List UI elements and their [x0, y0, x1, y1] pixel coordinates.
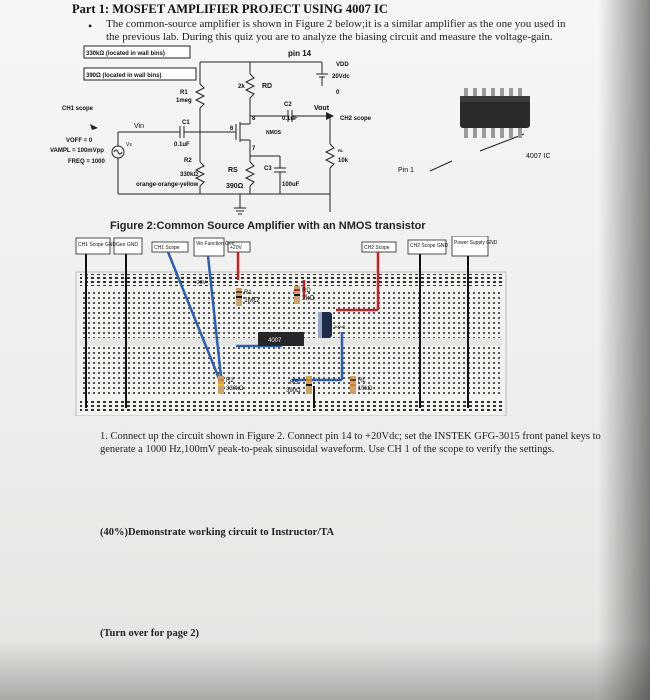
rd-resistor — [244, 73, 256, 99]
freq-label: FREQ = 1000 — [68, 159, 106, 165]
pin7-label: 7 — [252, 146, 256, 152]
lbl-gen-gnd: Gen GND — [116, 242, 138, 248]
c3-label: C3 — [264, 166, 272, 172]
vdd-value: 20Vdc — [332, 74, 350, 80]
bb-r2-value: 330kΩ — [226, 386, 244, 392]
r1-component — [236, 288, 242, 306]
c3-value: 100uF — [282, 182, 300, 188]
bb-cap-label: 100uF — [334, 324, 346, 329]
rl-component — [350, 376, 356, 394]
c2-label: C2 — [284, 102, 292, 108]
demo-instruction: (40%)Demonstrate working circuit to Inst… — [100, 527, 335, 538]
ic-chip-photo — [460, 88, 530, 138]
voff-label: VOFF = 0 — [66, 138, 93, 144]
bb-ic-label: 4007 — [268, 338, 282, 344]
photo-edge-shadow — [598, 0, 650, 700]
r1-label: R1 — [180, 90, 188, 96]
intro-paragraph: The common-source amplifier is shown in … — [106, 18, 566, 43]
lbl-ch2-gnd: CH2 Scope GND — [410, 243, 448, 249]
rl-label: RL — [338, 148, 344, 153]
rd-value: 2k — [238, 84, 245, 90]
ground-zero: 0 — [336, 90, 340, 96]
vampl-label: VAMPL = 100mVpp — [50, 148, 104, 154]
bb-r1-label: R1 — [244, 290, 252, 296]
vs-label: Vs — [126, 142, 132, 148]
lbl-20v: +20V — [230, 245, 242, 251]
r2-color-code: orange-orange-yellow — [136, 182, 199, 188]
photo-bottom-shading — [0, 640, 650, 700]
bb-r2-label: R2 — [226, 378, 234, 384]
breadboard-diagram: CH1 Scope GND Gen GND CH1 Scope Vin Func… — [75, 236, 507, 416]
note-330k: 330kΩ (located in wall bins) — [86, 51, 165, 57]
vout-label: Vout — [314, 105, 330, 112]
rail-20v-label: +20V — [194, 280, 206, 286]
box-power — [451, 236, 489, 257]
nmos-label: NMOS — [266, 130, 282, 136]
pin14-label: pin 14 — [288, 49, 312, 58]
lbl-ch2: CH2 Scope — [364, 245, 390, 251]
hole-field-upper — [80, 292, 502, 338]
bb-rd-value: 2kΩ — [302, 295, 315, 302]
lbl-vin: Vin Function Gen — [196, 241, 235, 247]
ic-label: 4007 IC — [526, 153, 551, 160]
rs-resistor — [244, 161, 256, 187]
rd-label: RD — [262, 83, 272, 90]
figure-2-schematic: 330kΩ (located in wall bins) 390Ω (locat… — [50, 45, 551, 215]
vin-label: Vin — [134, 123, 144, 130]
rl-value: 10k — [338, 158, 349, 164]
lbl-power: Power Supply GND — [454, 240, 498, 246]
note-330k-box — [83, 45, 191, 59]
rs-label: RS — [228, 167, 238, 174]
rl-resistor — [324, 143, 336, 169]
c1-label: C1 — [182, 120, 190, 126]
note-390: 390Ω (located in wall bins) — [86, 73, 162, 79]
top-rail — [80, 274, 502, 286]
box-gen-gnd — [113, 237, 143, 255]
ch2-scope-marker — [326, 112, 334, 120]
rs-value: 390Ω — [226, 183, 244, 190]
bb-rl-value: 10kΩ — [358, 386, 373, 392]
ch1-scope-arrow — [90, 124, 98, 130]
ch1-scope-label: CH1 scope — [62, 106, 94, 112]
r1-value: 1meg — [176, 98, 192, 104]
rs-component — [306, 376, 312, 394]
rd-component — [294, 286, 300, 304]
pin1-label: Pin 1 — [398, 167, 414, 174]
vdd-label: VDD — [336, 62, 349, 68]
r2-component — [218, 376, 224, 394]
box-ch2-gnd — [407, 239, 447, 255]
r2-value: 330kΩ — [180, 172, 198, 178]
page-title: Part 1: MOSFET AMPLIFIER PROJECT USING 4… — [72, 2, 388, 16]
step-1-instructions: 1. Connect up the circuit shown in Figur… — [100, 431, 601, 455]
bb-rs-label: RS — [290, 380, 298, 386]
lbl-ch1-gnd: CH1 Scope GND — [78, 242, 116, 248]
r1-resistor — [194, 83, 206, 109]
cap-100uf — [318, 312, 332, 338]
bb-rs-value: 390Ω — [286, 388, 301, 394]
c1-value: 0.1uF — [174, 142, 190, 148]
hole-field-lower — [80, 346, 502, 396]
box-ch1 — [151, 241, 189, 253]
turn-over-note: (Turn over for page 2) — [100, 628, 199, 639]
pin8-label: 8 — [252, 116, 256, 122]
ic-4007-chip — [258, 332, 304, 346]
bottom-rail — [80, 400, 502, 412]
note-390-box — [83, 67, 197, 81]
lbl-ch1: CH1 Scope — [154, 245, 180, 251]
box-ch1-gnd — [75, 237, 111, 255]
bb-rd-label: RD — [302, 288, 311, 294]
bb-r1-value: 1MΩ — [244, 297, 259, 304]
r2-resistor — [194, 161, 206, 187]
ch2-scope-label: CH2 scope — [340, 116, 372, 122]
r2-label: R2 — [184, 158, 192, 164]
bullet: • — [88, 19, 93, 33]
figure-caption: Figure 2:Common Source Amplifier with an… — [110, 220, 426, 232]
c2-value: 0.1uF — [282, 116, 298, 122]
pin6-label: 6 — [230, 126, 234, 132]
bb-rl-label: RL — [358, 378, 366, 384]
